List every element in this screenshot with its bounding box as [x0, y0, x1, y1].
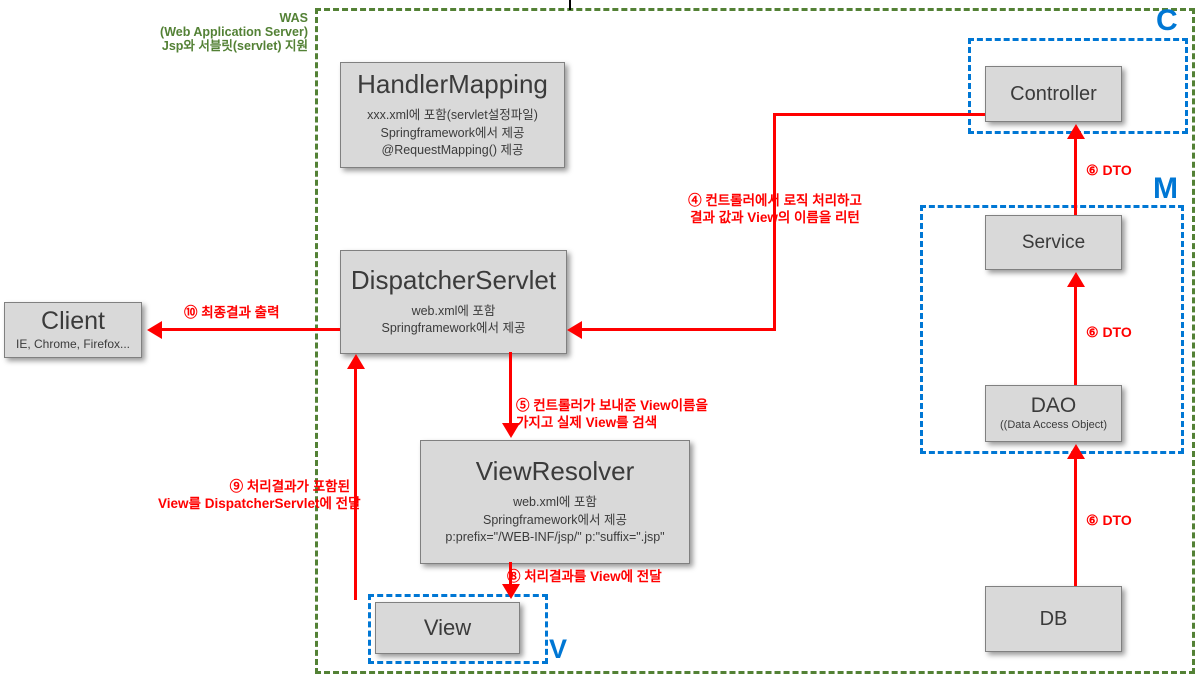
view-title: View [423, 615, 472, 641]
arrow-controller-return-top-line [775, 113, 985, 116]
step9-label-line1: ⑨ 처리결과가 포함된 [229, 479, 350, 494]
handler-mapping-note-2: Springframework에서 제공 [380, 125, 525, 140]
step5-label-line1: ⑤ 컨트롤러가 보내준 View이름을 [516, 398, 708, 413]
client-subtitle: IE, Chrome, Firefox... [15, 336, 131, 351]
arrowhead-to-dao-icon [1067, 444, 1085, 459]
arrow-dispatcher-to-client-line [160, 328, 340, 331]
region-label-c: C [1156, 4, 1178, 37]
step9-label: ⑨ 처리결과가 포함된 View를 DispatcherServlet에 전달 [158, 478, 361, 512]
arrowhead-to-view-icon [502, 584, 520, 599]
step5-label-line2: 가지고 실제 View를 검색 [516, 415, 658, 430]
db-box: DB [985, 586, 1122, 652]
arrow-dispatcher-to-viewresolver-line [509, 352, 512, 424]
dto-service-controller-label: ⑥ DTO [1086, 162, 1132, 178]
view-region-border [368, 594, 548, 664]
arrow-service-to-controller-line [1074, 137, 1077, 215]
dispatcher-servlet-note-2: Springframework에서 제공 [381, 321, 526, 336]
service-title: Service [1021, 231, 1086, 253]
view-resolver-note-3: p:prefix="/WEB-INF/jsp/" p:"suffix=".jsp… [445, 530, 665, 545]
service-box: Service [985, 215, 1122, 270]
handler-mapping-box: HandlerMapping xxx.xml에 포함(servlet설정파일) … [340, 62, 565, 168]
was-caption-line3: Jsp와 서블릿(servlet) 지원 [161, 39, 308, 53]
arrow-view-to-dispatcher-line [354, 367, 357, 600]
was-caption-line2: (Web Application Server) [160, 25, 308, 39]
arrowhead-to-client-icon [147, 321, 162, 339]
handler-mapping-title: HandlerMapping [357, 68, 548, 99]
dispatcher-servlet-title: DispatcherServlet [350, 264, 557, 295]
dao-subtitle: ((Data Access Object) [1000, 418, 1107, 431]
arrowhead-to-service-icon [1067, 272, 1085, 287]
client-box: Client IE, Chrome, Firefox... [4, 302, 142, 358]
dispatcher-servlet-note-1: web.xml에 포함 [411, 303, 496, 318]
handler-mapping-note-1: xxx.xml에 포함(servlet설정파일) [367, 107, 538, 122]
view-resolver-note-2: Springframework에서 제공 [483, 512, 627, 527]
db-title: DB [1039, 607, 1068, 630]
step4-label-line2: 결과 값과 View의 이름을 리턴 [690, 210, 860, 225]
arrowhead-to-dispatcher-icon [567, 321, 582, 339]
handler-mapping-note-3: @RequestMapping() 제공 [381, 143, 524, 158]
controller-title: Controller [1010, 82, 1097, 105]
step9-label-line2: View를 DispatcherServlet에 전달 [158, 496, 361, 511]
controller-box: Controller [985, 66, 1122, 122]
dto-db-dao-label: ⑥ DTO [1086, 512, 1132, 528]
dao-title: DAO [1030, 393, 1077, 417]
arrowhead-to-viewresolver-icon [502, 423, 520, 438]
region-label-m: M [1153, 172, 1178, 205]
view-resolver-note-1: web.xml에 포함 [513, 494, 597, 509]
step10-label: ⑩ 최종결과 출력 [184, 305, 280, 320]
was-caption-line1: WAS [279, 11, 308, 25]
arrow-controller-return-bottom-line [580, 328, 776, 331]
step5-label: ⑤ 컨트롤러가 보내준 View이름을 가지고 실제 View를 검색 [516, 397, 708, 431]
client-title: Client [41, 307, 105, 336]
arrow-viewresolver-to-view-line [509, 562, 512, 586]
arrow-db-to-dao-line [1074, 457, 1077, 586]
dao-box: DAO ((Data Access Object) [985, 385, 1122, 442]
view-resolver-title: ViewResolver [475, 455, 635, 486]
model-region-border [920, 205, 1184, 454]
arrowhead-to-controller-icon [1067, 124, 1085, 139]
region-label-v: V [549, 634, 568, 664]
arrow-dao-to-service-line [1074, 285, 1077, 385]
view-resolver-box: ViewResolver web.xml에 포함 Springframework… [420, 440, 690, 564]
dto-dao-service-label: ⑥ DTO [1086, 324, 1132, 340]
step4-label-line1: ④ 컨트롤러에서 로직 처리하고 [688, 193, 862, 208]
stray-line [569, 0, 571, 10]
dispatcher-servlet-box: DispatcherServlet web.xml에 포함 Springfram… [340, 250, 567, 354]
was-caption: WAS (Web Application Server) Jsp와 서블릿(se… [110, 11, 308, 53]
step8-label: ⑧ 처리결과를 View에 전달 [507, 569, 662, 584]
arrow-controller-return-vertical-line [773, 113, 776, 331]
view-box: View [375, 602, 520, 654]
was-boundary [315, 8, 1195, 674]
arrowhead-to-dispatcher-bottom-icon [347, 354, 365, 369]
step4-label: ④ 컨트롤러에서 로직 처리하고 결과 값과 View의 이름을 리턴 [660, 192, 890, 226]
